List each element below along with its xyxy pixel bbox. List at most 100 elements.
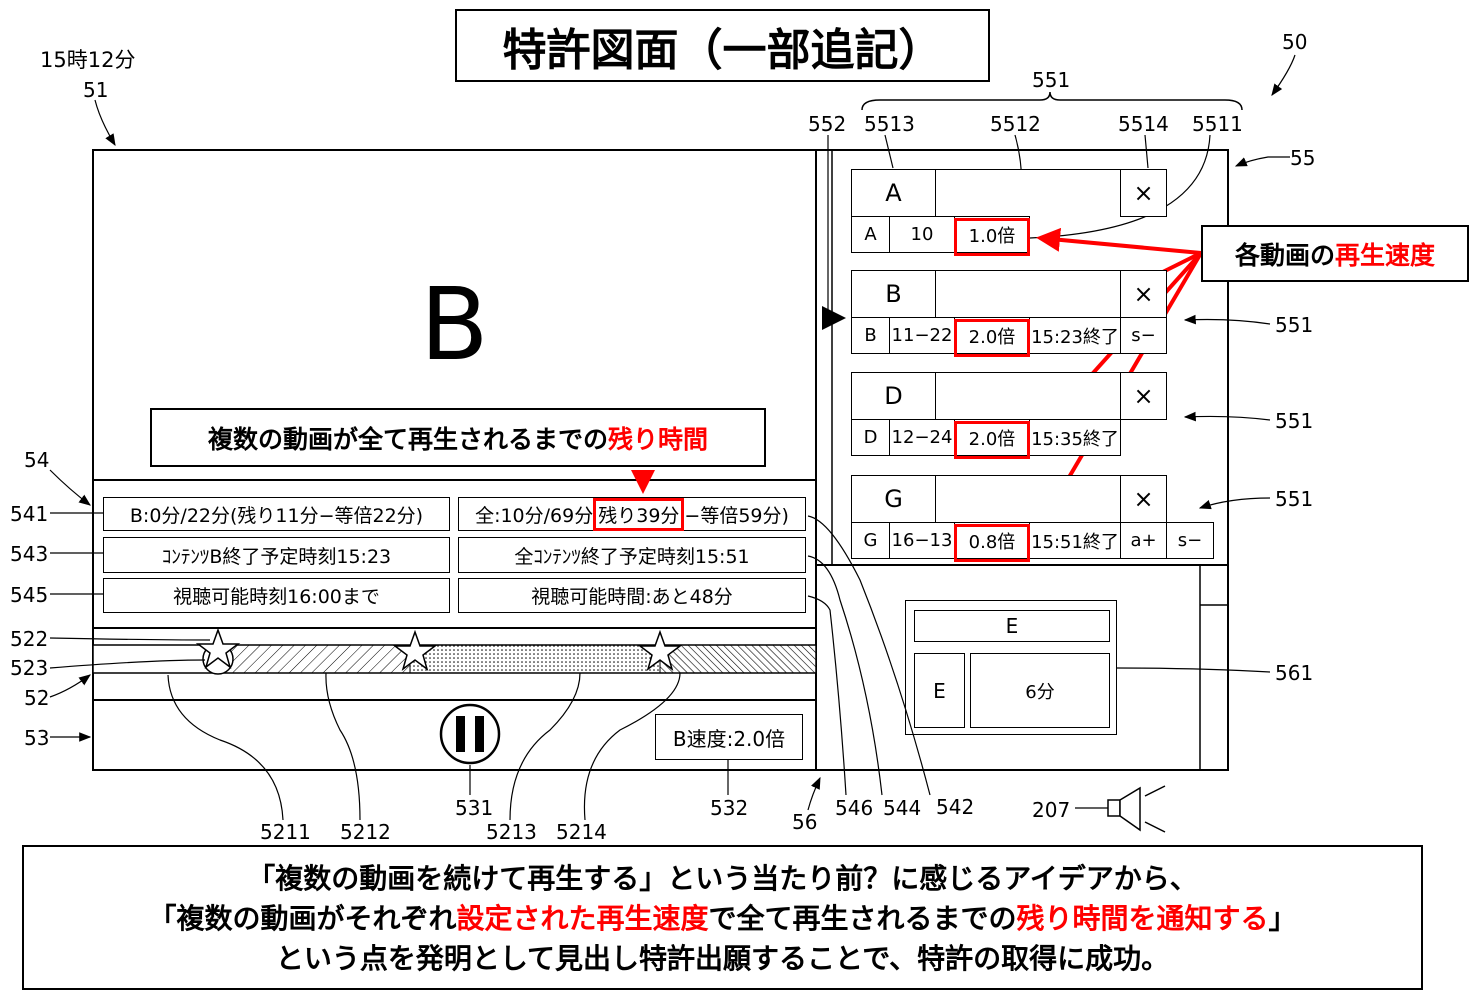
ref-label: 545 [10,583,49,607]
speed-button[interactable]: B速度:2.0倍 [655,714,803,760]
sub-panel-right: 6分 [970,653,1110,728]
text: で全て再生されるまでの [708,902,1017,935]
ref-label: 51 [83,78,109,102]
ref-label: 5514 [1118,112,1169,136]
ref-label: 53 [24,726,50,750]
item-progress [935,270,1121,318]
remaining-time-callout: 複数の動画が全て再生されるまでの残り時間 [150,408,766,467]
star-marker-icon [195,627,241,669]
highlight: 設定された再生速度 [456,902,709,935]
ref-label: 541 [10,502,49,526]
pause-button [439,703,501,765]
summary-box: 「複数の動画を続けて再生する」という当たり前？に感じるアイデアから、 「複数の動… [22,845,1423,990]
ref-label: 561 [1275,661,1314,685]
progress-segment-1 [217,644,411,674]
item-range: 12−24 [889,419,955,456]
viewable-remaining: 視聴可能時間:あと48分 [458,578,806,613]
ref-label: 543 [10,542,49,566]
ref-label: 5212 [340,820,391,844]
callout-text: 各動画の [1234,240,1335,270]
ref-label: 551 [1275,313,1314,337]
text: 」 [1268,902,1297,935]
ref-label: 522 [10,627,49,651]
item-id: D [851,419,890,456]
clock-label: 15時12分 [40,48,136,72]
item-speed[interactable]: 2.0倍 [954,317,1030,354]
content-progress-info: B:0分/22分(残り11分−等倍22分) [103,497,450,531]
summary-line-1: 「複数の動画を続けて再生する」という当たり前？に感じるアイデアから、 [247,862,1198,895]
progress-segment-2 [409,644,661,674]
item-id: G [851,522,890,559]
ref-label: 5211 [260,820,311,844]
ref-label: 5513 [864,112,915,136]
page-title: 特許図面（一部追記） [455,9,990,82]
item-title: A [851,169,936,217]
callout-text: 複数の動画が全て再生されるまでの [207,424,608,454]
ref-label: 5214 [556,820,607,844]
ref-label: 546 [835,796,874,820]
total-progress-info: 全:10分/69分残り39分−等倍59分) [458,497,806,531]
speed-callout: 各動画の再生速度 [1201,225,1469,282]
item-speed[interactable]: 0.8倍 [954,522,1030,559]
close-icon[interactable]: × [1120,475,1167,523]
close-icon[interactable]: × [1120,270,1167,318]
ref-label: 52 [24,686,50,710]
star-marker-icon [637,629,683,671]
item-id: B [851,317,890,354]
ref-label: 551 [1032,68,1071,92]
text: 「複数の動画がそれぞれ [148,902,457,935]
ref-label: 551 [1275,409,1314,433]
content-end-time: ｺﾝﾃﾝﾂB終了予定時刻15:23 [103,537,450,573]
viewable-until: 視聴可能時刻16:00まで [103,578,450,613]
ref-label: 56 [792,810,818,834]
ref-label: 552 [808,112,847,136]
ref-label: 532 [710,796,749,820]
item-speed[interactable]: 2.0倍 [954,419,1030,456]
summary-line-3: という点を発明として見出し特許出願することで、特許の取得に成功。 [275,942,1170,975]
screen-frame [92,149,1229,771]
ref-label: 5512 [990,112,1041,136]
sub-panel-top: E [914,610,1110,642]
ref-label: 523 [10,656,49,680]
total-elapsed: 全:10分/69分 [475,504,594,527]
ref-label: 207 [1032,798,1071,822]
item-progress [935,475,1121,523]
item-end-time: 15:35終了 [1029,419,1121,456]
item-range: 16−13 [889,522,955,559]
ref-label: 5511 [1192,112,1243,136]
speed-down-button[interactable]: s− [1166,522,1214,559]
ref-label: 55 [1290,146,1316,170]
close-icon[interactable]: × [1120,372,1167,420]
ref-label: 542 [936,795,975,819]
current-item-play-icon [822,306,846,330]
total-normal-speed: −等倍59分) [684,504,789,527]
item-range: 10 [889,216,955,253]
callout-highlight: 残り時間 [608,424,709,454]
ref-label: 54 [24,448,50,472]
progress-segment-3 [659,644,817,674]
item-progress [935,169,1121,217]
speed-up-button[interactable]: a+ [1120,522,1167,559]
item-title: D [851,372,936,420]
ref-label: 551 [1275,487,1314,511]
speed-down-button[interactable]: s− [1120,317,1167,354]
callout-highlight: 再生速度 [1335,240,1436,270]
sub-screen-panel[interactable] [905,600,1117,735]
speaker-icon [1107,785,1166,833]
total-remaining: 残り39分 [593,497,685,531]
ref-label: 50 [1282,30,1308,54]
item-range: 11−22 [889,317,955,354]
item-title: B [851,270,936,318]
item-title: G [851,475,936,523]
close-icon[interactable]: × [1120,169,1167,217]
item-progress [935,372,1121,420]
star-marker-icon [392,629,438,671]
item-end-time: 15:51終了 [1029,522,1121,559]
item-id: A [851,216,890,253]
ref-label: 5213 [486,820,537,844]
all-content-end-time: 全ｺﾝﾃﾝﾂ終了予定時刻15:51 [458,537,806,573]
main-video-label: B [420,266,489,383]
ref-label: 531 [455,796,494,820]
item-end-time: 15:23終了 [1029,317,1121,354]
ref-label: 544 [883,796,922,820]
